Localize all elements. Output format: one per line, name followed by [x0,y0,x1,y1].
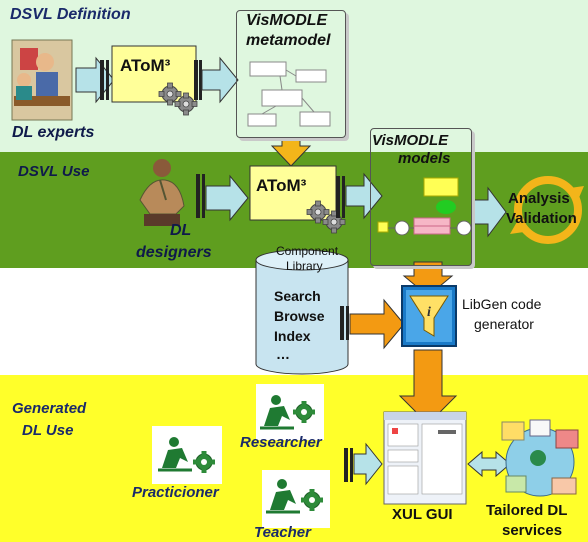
visModle-metamodel-doc [236,10,346,138]
dl-experts-picture-icon [11,39,73,121]
cyl-search: Search [274,288,321,304]
dl-designer-figure-icon [139,159,185,226]
models-title-1: VisMODLE [372,132,449,149]
tailored-label-2: services [502,522,563,539]
researcher-label: Researcher [240,434,322,451]
teacher-icon [262,470,330,528]
models-title-2: models [398,150,451,167]
analysis-label: Analysis [508,190,570,207]
cyl-index: Index [274,328,311,344]
xul-gui-label: XUL GUI [392,506,453,523]
band-generated-title-2: DL Use [22,422,74,439]
researcher-icon [256,384,324,440]
tailored-services-icon [501,419,579,497]
practicioner-icon [152,426,222,484]
svg-text:i: i [427,305,431,320]
cyl-ellipsis: … [276,346,290,362]
tailored-label-1: Tailored DL [486,502,568,519]
component-library-title-2: Library [286,259,323,273]
dl-designers-label-1: DL [170,222,192,239]
teacher-label: Teacher [254,524,311,541]
practicioner-label: Practicioner [132,484,219,501]
metamodel-title-1: VisMODLE [246,12,328,29]
funnel-icon: i [401,285,457,347]
band-use-title: DSVL Use [18,163,90,180]
metamodel-title-2: metamodel [246,32,331,49]
atom3-mid-label: AToM³ [256,176,307,195]
xul-gui-window-icon [383,411,467,505]
dl-designers-label-2: designers [136,244,212,261]
cyl-browse: Browse [274,308,325,324]
libgen-label-1: LibGen code [462,296,542,312]
analysis-cycle-icon [510,176,584,244]
band-generated-title-1: Generated [12,400,87,417]
dl-experts-label: DL experts [12,124,95,141]
atom3-top-label: AToM³ [120,56,171,75]
validation-label: Validation [506,210,577,227]
libgen-label-2: generator [474,316,534,332]
component-library-title-1: Component [276,244,339,258]
band-definition-title: DSVL Definition [10,6,131,23]
visModle-models-doc [370,128,472,266]
